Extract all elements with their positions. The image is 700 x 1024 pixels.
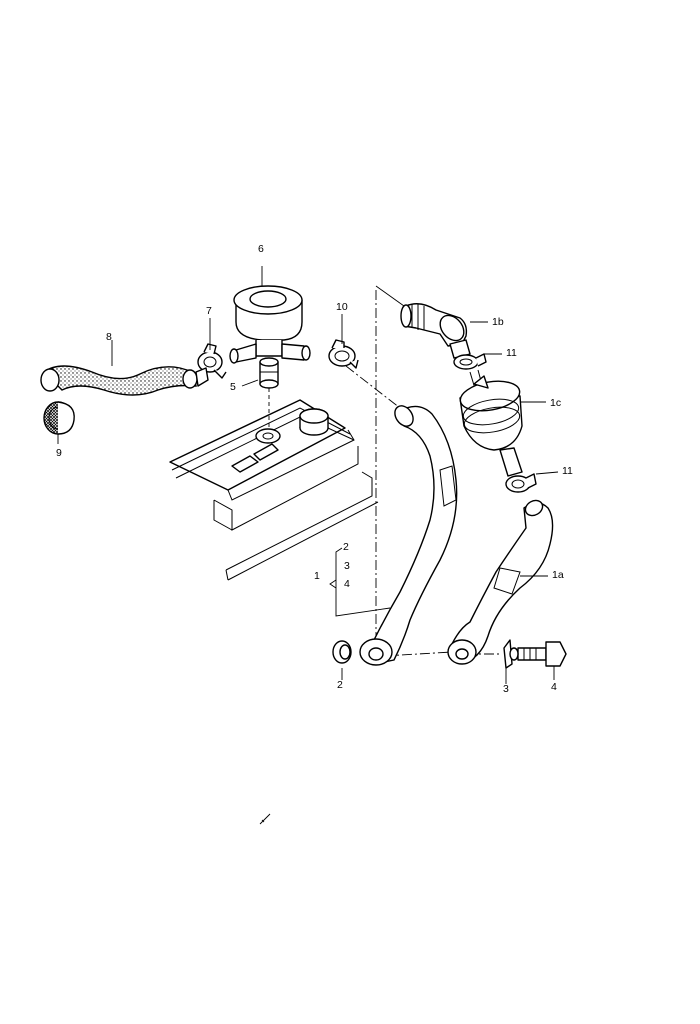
callout-1b: 1b <box>492 316 504 328</box>
callout-4-bracket: 4 <box>344 578 350 590</box>
sealing-washer-2 <box>332 640 352 664</box>
valve-cover-illustration <box>169 399 379 581</box>
pressure-regulating-valve <box>229 285 311 364</box>
callout-1a: 1a <box>552 569 564 581</box>
callout-labels: 6 7 8 9 10 5 1b 11 1c 11 1a 1 2 3 4 2 3 … <box>56 243 573 695</box>
callout-2-bracket: 2 <box>343 541 349 553</box>
leader-lines <box>57 266 559 684</box>
callout-9: 9 <box>56 447 62 459</box>
callout-10: 10 <box>336 301 348 313</box>
callout-2: 2 <box>337 679 343 691</box>
banjo-bolt-4 <box>509 641 567 667</box>
callout-1: 1 <box>314 570 320 582</box>
callout-3: 3 <box>503 683 509 695</box>
callout-11-upper: 11 <box>506 347 517 359</box>
breather-hose-8 <box>40 365 209 396</box>
hose-clamp-10 <box>328 339 359 369</box>
callout-11-lower: 11 <box>562 465 573 477</box>
breather-pipe-1a <box>447 499 554 665</box>
hose-clamp-11-lower <box>505 473 537 493</box>
hose-clamp-11-upper <box>453 353 487 370</box>
callout-6: 6 <box>258 243 264 255</box>
valve-body-1c <box>459 375 523 477</box>
callout-8: 8 <box>106 331 112 343</box>
assembly-centerline-3 <box>383 651 453 657</box>
callout-1c: 1c <box>550 397 561 409</box>
callout-3-bracket: 3 <box>344 560 350 572</box>
stray-mark <box>259 813 271 825</box>
sealing-washer-3 <box>503 639 513 669</box>
callout-4: 4 <box>551 681 557 693</box>
breather-pipe-1 <box>359 405 458 666</box>
elbow-hose-1b <box>400 303 471 359</box>
connector-piece <box>259 357 279 428</box>
callout-7: 7 <box>206 305 212 317</box>
callout-5: 5 <box>230 381 236 393</box>
filter-cap-9 <box>43 401 75 435</box>
assembly-centerline-1 <box>345 365 401 409</box>
